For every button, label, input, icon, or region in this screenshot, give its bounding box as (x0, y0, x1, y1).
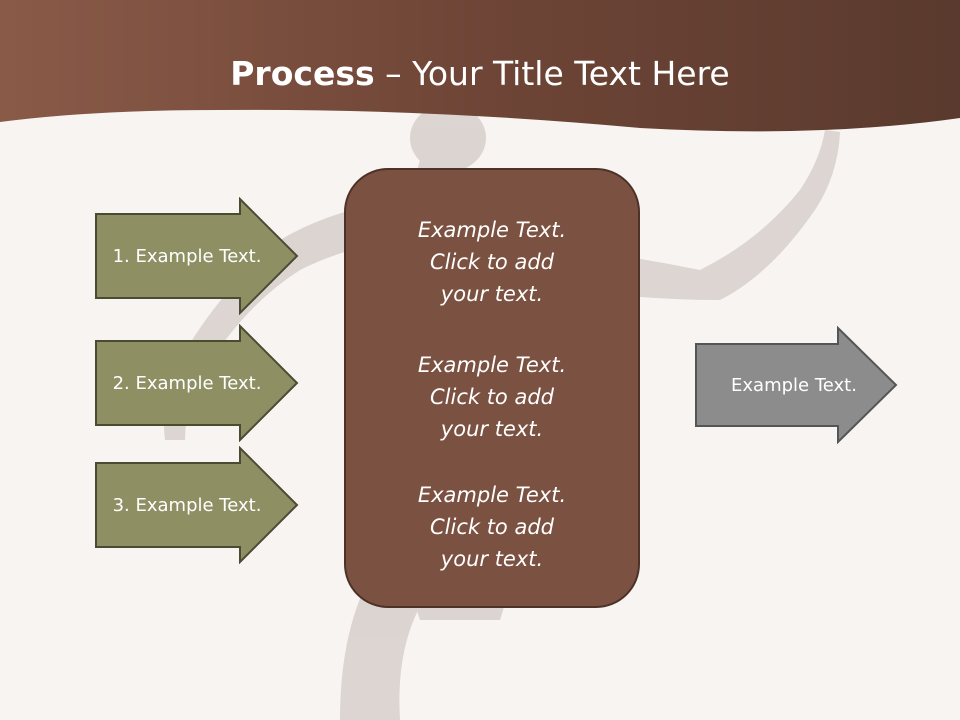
arrow-right-icon (95, 197, 299, 315)
process-item-3: Example Text. Click to add your text. (346, 479, 638, 575)
output-arrow: Example Text. (694, 326, 900, 444)
process-item-line: Example Text. (417, 218, 567, 242)
header-band (0, 0, 960, 132)
title-bold: Process (230, 54, 375, 93)
input-arrow-1: 1. Example Text. (94, 197, 300, 315)
process-item-line: Example Text. (417, 483, 567, 507)
input-arrow-label: 2. Example Text. (112, 372, 262, 394)
process-item-line: your text. (440, 547, 544, 571)
arrow-right-icon (695, 326, 898, 444)
arrow-right-icon (95, 324, 299, 442)
process-item-line: Click to add (429, 385, 554, 409)
input-arrow-label: 1. Example Text. (112, 245, 262, 267)
process-item-line: Click to add (429, 515, 554, 539)
process-item-line: your text. (440, 282, 544, 306)
process-item-1: Example Text. Click to add your text. (346, 214, 638, 310)
process-item-line: Click to add (429, 250, 554, 274)
process-item-line: Example Text. (417, 353, 567, 377)
process-item-2: Example Text. Click to add your text. (346, 349, 638, 445)
arrow-right-icon (95, 446, 299, 564)
title-rest: – Your Title Text Here (374, 54, 730, 93)
process-box: Example Text. Click to add your text. Ex… (344, 168, 640, 608)
input-arrow-3: 3. Example Text. (94, 446, 300, 564)
page-title: Process – Your Title Text Here (0, 52, 960, 96)
process-item-line: your text. (440, 417, 544, 441)
output-arrow-label: Example Text. (731, 374, 857, 396)
input-arrow-label: 3. Example Text. (112, 494, 262, 516)
input-arrow-2: 2. Example Text. (94, 324, 300, 442)
